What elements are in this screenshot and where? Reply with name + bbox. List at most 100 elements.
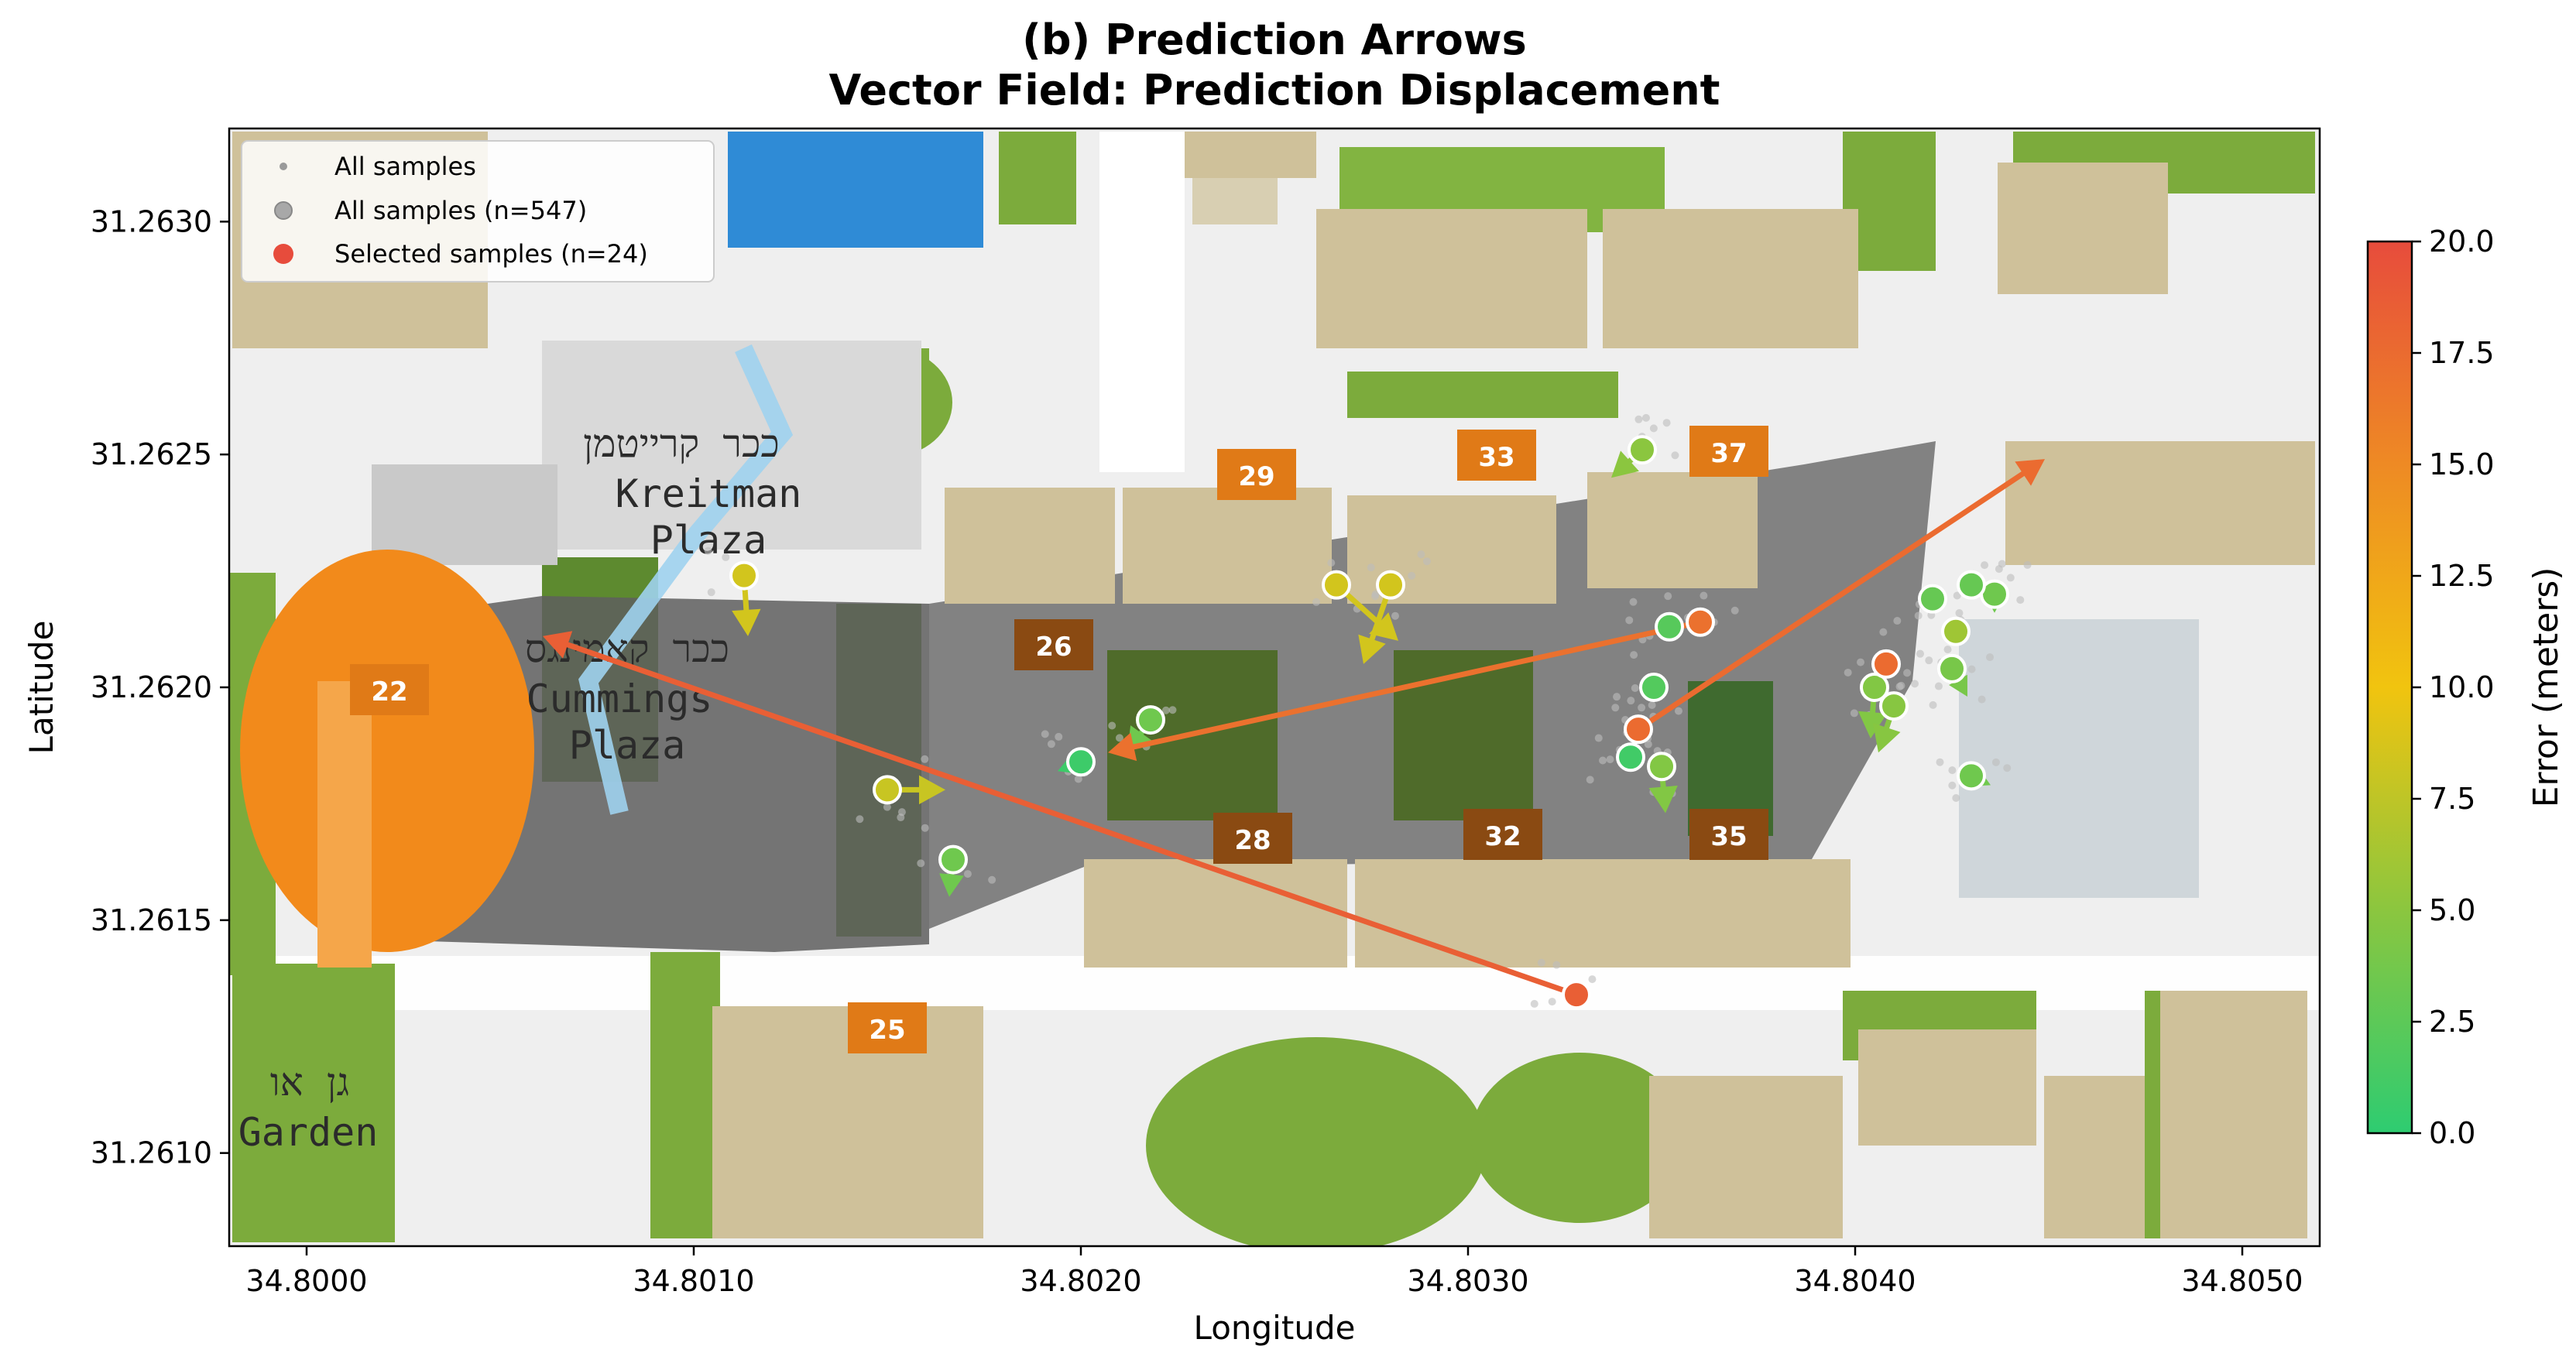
selected-sample-point: [1322, 570, 1351, 600]
all-sample-point: [1422, 557, 1431, 566]
map-building: [2044, 1076, 2145, 1238]
map-pool: [1959, 619, 2199, 898]
map-building: [1998, 163, 2168, 294]
legend: All samples All samples (n=547) Selected…: [241, 140, 715, 283]
all-sample-point: [1055, 732, 1063, 741]
selected-samples-layer: [729, 435, 2009, 1010]
all-sample-point: [1161, 706, 1170, 714]
y-tick-label: 31.2625: [91, 437, 212, 471]
all-sample-point: [2016, 596, 2025, 605]
x-tick-label: 34.8020: [1020, 1264, 1141, 1298]
map-plaza: [542, 341, 921, 550]
all-sample-point: [1631, 683, 1639, 692]
all-sample-point: [1312, 598, 1321, 606]
map-building: [1192, 178, 1278, 224]
chart-title: (b) Prediction Arrows: [1022, 15, 1527, 64]
building-tag: 25: [848, 1002, 927, 1053]
all-sample-point: [1606, 755, 1614, 764]
all-sample-point: [1850, 709, 1858, 718]
prediction-arrow-head: [2015, 459, 2045, 486]
x-tick-label: 34.8030: [1407, 1264, 1528, 1298]
chart-subtitle: Vector Field: Prediction Displacement: [829, 66, 1720, 115]
selected-sample-point: [1639, 673, 1669, 702]
all-sample-point: [1943, 646, 1952, 654]
all-sample-point: [1611, 704, 1620, 712]
all-sample-point: [1586, 776, 1594, 784]
building-tag-label: 28: [1234, 825, 1271, 856]
all-sample-point: [1955, 609, 1964, 618]
colorbar-tick-label: 15.0: [2429, 447, 2495, 481]
all-sample-point: [1925, 656, 1933, 665]
all-sample-point: [1537, 958, 1545, 967]
prediction-arrow-head: [919, 775, 945, 805]
selected-sample-point: [1871, 649, 1901, 679]
selected-sample-point: [1376, 570, 1405, 600]
colorbar-ticks: 0.02.55.07.510.012.515.017.520.0: [2412, 224, 2495, 1150]
all-sample-point: [1914, 611, 1923, 620]
all-sample-point: [1897, 681, 1905, 690]
all-sample-point: [856, 815, 864, 824]
building-tag: 32: [1463, 809, 1542, 860]
all-sample-point: [1367, 563, 1375, 572]
prediction-arrow-head: [732, 608, 761, 636]
building-tag-label: 32: [1484, 821, 1521, 852]
all-sample-point: [1857, 658, 1865, 666]
building-tag-label: 37: [1710, 438, 1747, 469]
x-tick-label: 34.8050: [2181, 1264, 2303, 1298]
all-sample-point: [1168, 706, 1177, 714]
all-sample-point: [1634, 415, 1643, 423]
all-sample-point: [2006, 574, 2015, 582]
all-sample-point: [1991, 758, 2000, 766]
place-label: Kreitman: [616, 471, 802, 516]
map-building: [945, 488, 1115, 604]
x-tick-label: 34.8040: [1794, 1264, 1916, 1298]
map-waterway: [578, 344, 794, 815]
all-sample-point: [897, 808, 906, 817]
map-building: [1123, 488, 1332, 604]
selected-sample-point: [1136, 705, 1165, 735]
selected-sample-point: [938, 844, 968, 875]
all-sample-point: [1948, 781, 1957, 789]
prediction-arrow-head: [1857, 711, 1888, 739]
selected-sample-point: [1957, 570, 1986, 600]
all-sample-point: [883, 803, 891, 811]
all-sample-point: [1671, 451, 1679, 460]
y-axis-label: Latitude: [22, 621, 60, 755]
selected-sample-point: [1879, 691, 1909, 721]
map-building: [2160, 991, 2307, 1238]
place-label: גן או: [270, 1060, 349, 1105]
all-sample-point: [1674, 707, 1682, 715]
map-building: [1858, 1029, 2036, 1146]
prediction-arrow-head: [1358, 634, 1386, 664]
all-sample-point: [1953, 591, 1961, 600]
building-tag: 22: [350, 664, 429, 715]
all-sample-point: [1598, 756, 1607, 765]
all-sample-point: [1929, 700, 1937, 709]
map-building: [1649, 1076, 1843, 1238]
all-sample-point: [722, 553, 730, 561]
place-label: ככר קרייטמן: [583, 421, 780, 466]
building-tag-label: 35: [1710, 821, 1747, 852]
legend-marker-all-samples-small: [280, 163, 287, 170]
map-building: [317, 681, 372, 968]
all-sample-point: [707, 588, 715, 597]
map-building: [1355, 859, 1603, 968]
all-sample-point: [921, 755, 929, 763]
building-tag: 33: [1457, 430, 1536, 481]
x-tick-label: 34.8010: [633, 1264, 754, 1298]
colorbar-tick-label: 20.0: [2429, 224, 2495, 259]
building-tag-label: 22: [371, 676, 407, 707]
selected-sample-point: [1937, 653, 1967, 683]
map-courtyard-lawn: [1394, 650, 1533, 820]
selected-sample-point: [1066, 747, 1096, 777]
all-sample-point: [1641, 413, 1650, 422]
all-sample-point: [1115, 734, 1123, 742]
building-tag-label: 33: [1478, 442, 1514, 473]
all-sample-point: [1594, 734, 1603, 742]
map-building: [240, 550, 534, 952]
all-sample-point: [1664, 592, 1672, 601]
all-sample-point: [704, 546, 712, 555]
all-sample-point: [1327, 559, 1336, 567]
